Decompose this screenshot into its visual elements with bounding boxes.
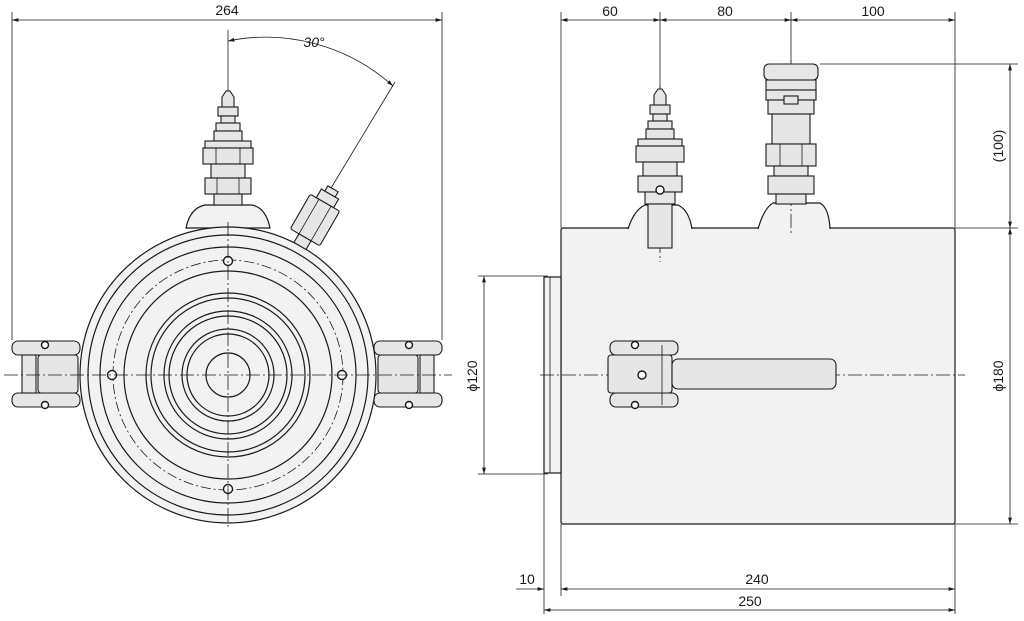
coupler-band (645, 128, 675, 140)
angle-leader (321, 81, 396, 204)
hex-nut-flange (637, 138, 683, 147)
fitting-stem (773, 165, 809, 177)
fitting-tip (324, 185, 339, 198)
front-view: 264 30° (4, 2, 452, 528)
clamp-plate (609, 392, 679, 408)
coupler-band (220, 115, 236, 124)
coupler-side (635, 88, 685, 249)
fitting-boss (185, 204, 271, 229)
dim-body-dia: ϕ180 (990, 360, 1006, 391)
dim-plunger: 10 (519, 571, 535, 587)
coupler-front (202, 90, 254, 206)
hex-nut (635, 145, 685, 163)
clamp-bolt (630, 400, 640, 410)
coupler-band (215, 122, 241, 132)
dim-offset-a: 60 (602, 3, 618, 19)
pressure-gauge-boss (757, 202, 831, 230)
coupler-body (210, 163, 246, 179)
clamp-bolt (40, 340, 50, 350)
clamp-bolt (630, 340, 640, 350)
clamp-pin (419, 354, 435, 394)
fitting-base (775, 193, 807, 205)
coupler-band (649, 104, 671, 115)
coupler-band (652, 113, 668, 122)
clamp-pin (637, 370, 647, 380)
fitting-angled (290, 185, 340, 251)
side-view: 60 80 100 (100) ϕ180 ϕ120 10 240 250 (464, 3, 1018, 614)
hex-nut (767, 175, 815, 195)
dim-offset-b: 80 (717, 3, 733, 19)
hex-nut-flange (204, 140, 252, 149)
angle-arc (227, 36, 394, 87)
hex-nut (202, 147, 254, 165)
clamp-bolt (404, 340, 414, 350)
hex-edge (298, 198, 320, 235)
clamp-rod (671, 358, 837, 390)
dim-body-len: 240 (745, 571, 769, 587)
clamp-plate (609, 340, 679, 356)
hex-edge (310, 205, 332, 242)
fitting-body (771, 113, 811, 145)
coupler-band (217, 106, 239, 117)
hex-nut (204, 177, 252, 195)
clamp-right (373, 340, 443, 410)
coupler-base (213, 193, 243, 206)
coupler-body (642, 161, 678, 177)
side-clamp (607, 340, 837, 410)
fitting-stem (293, 233, 312, 251)
clamp-left (11, 340, 81, 410)
clamp-pin (21, 354, 37, 394)
clamp-pin-block (377, 354, 419, 394)
clamp-bolt (40, 400, 50, 410)
dim-bore-dia: ϕ120 (464, 360, 480, 391)
hex-nut (765, 143, 817, 167)
dim-coupler-height: (100) (990, 130, 1006, 163)
coupler-stem (647, 203, 673, 249)
clamp-pin-block (37, 354, 79, 394)
fitting-band (765, 79, 817, 91)
dim-angle: 30° (303, 34, 325, 50)
coupler-band (647, 120, 673, 130)
pressure-fitting-side (763, 63, 819, 205)
fitting-port (655, 185, 665, 195)
dim-width: 264 (215, 2, 239, 18)
coupler-tip (653, 88, 667, 106)
fitting-cap (763, 63, 819, 81)
coupler-band (213, 130, 243, 142)
dim-overall-len: 250 (738, 593, 762, 609)
fitting-notch (783, 95, 799, 105)
clamp-bolt (404, 400, 414, 410)
dim-offset-c: 100 (861, 3, 885, 19)
coupler-tip (221, 90, 235, 108)
